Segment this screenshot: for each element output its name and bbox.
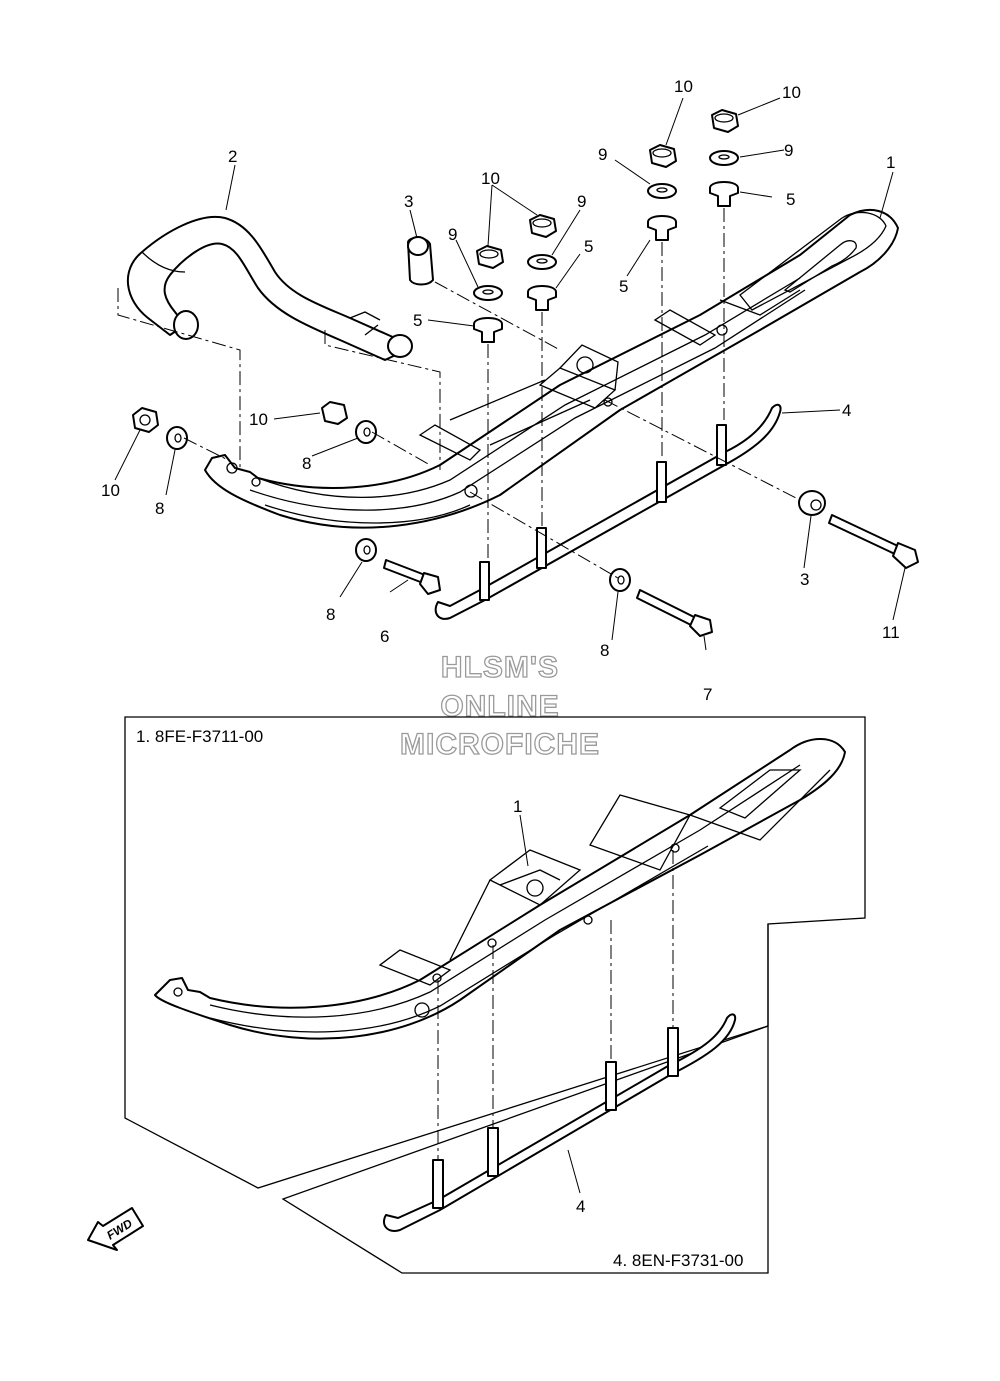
nut-10-left [132,407,159,433]
ski-body [204,208,899,529]
washer-9-d [473,285,503,301]
washer-9-a [709,150,739,166]
inset-label-ski-assembly: 1. 8FE-F3711-00 [136,727,263,746]
callout-3: 3 [800,570,809,589]
watermark-line-1: HLSM'S [441,651,559,684]
callout-8: 8 [600,641,609,660]
inset-label-runner-assembly: 4. 8EN-F3731-00 [613,1251,743,1270]
inset-ski-body [154,738,846,1040]
washer-8-a [355,420,377,444]
callout-8: 8 [326,605,335,624]
callout-5: 5 [413,311,422,330]
callout-10: 10 [481,169,500,188]
watermark-line-2: ONLINE [440,690,559,723]
callout-8: 8 [302,454,311,473]
washer-8-d [609,568,631,592]
inset-callout-4: 4 [576,1197,585,1216]
collar-5-a [709,181,739,207]
washer-8-c [355,538,377,562]
callout-9: 9 [598,145,607,164]
callout-8: 8 [155,499,164,518]
nut-10-handle [321,401,348,425]
nut-10-mid-right [529,214,557,238]
callout-9: 9 [448,225,457,244]
collar-5-c [527,285,557,311]
callout-7: 7 [703,685,712,704]
callout-10: 10 [101,481,120,500]
callout-3: 3 [404,192,413,211]
nut-10-mid-left [476,245,504,269]
washer-9-c [527,254,557,270]
callout-9: 9 [577,192,586,211]
bolt-11 [828,514,919,569]
bolt-6 [383,559,441,595]
bushing-3-right [798,490,826,516]
washer-8-b [166,426,188,450]
callout-6: 6 [380,627,389,646]
callout-9: 9 [784,141,793,160]
center-line [117,288,241,470]
washer-9-b [647,183,677,199]
callout-4: 4 [842,401,851,420]
center-line [434,281,561,351]
callout-5: 5 [786,190,795,209]
center-line [183,437,229,461]
inset-runner-assembly-frame [281,924,769,1274]
bushing-3-top [407,236,434,286]
watermark-line-3: MICROFICHE [400,728,600,761]
leader-lines [114,97,906,651]
inset-leader-4 [567,1149,581,1194]
callout-11: 11 [882,623,900,642]
bolt-7 [636,589,713,637]
nut-10-top-right [711,109,739,133]
callout-5: 5 [619,277,628,296]
callout-10: 10 [674,77,693,96]
callout-10: 10 [249,410,268,429]
inset-leader-1 [519,814,529,867]
callout-10: 10 [782,83,801,102]
center-line [604,399,801,501]
nut-10-top [649,144,677,168]
center-line [324,330,441,470]
inset-runner [382,1013,737,1232]
callout-5: 5 [584,237,593,256]
callout-2: 2 [228,147,237,166]
collar-5-d [473,317,503,343]
ski-handle [126,215,413,361]
collar-5-b [647,215,677,241]
callout-1: 1 [886,153,895,172]
runner [434,403,782,620]
center-line [371,431,431,466]
fwd-arrow-icon: FWD [87,1207,144,1251]
inset-callout-1: 1 [513,797,522,816]
center-line [469,491,619,579]
